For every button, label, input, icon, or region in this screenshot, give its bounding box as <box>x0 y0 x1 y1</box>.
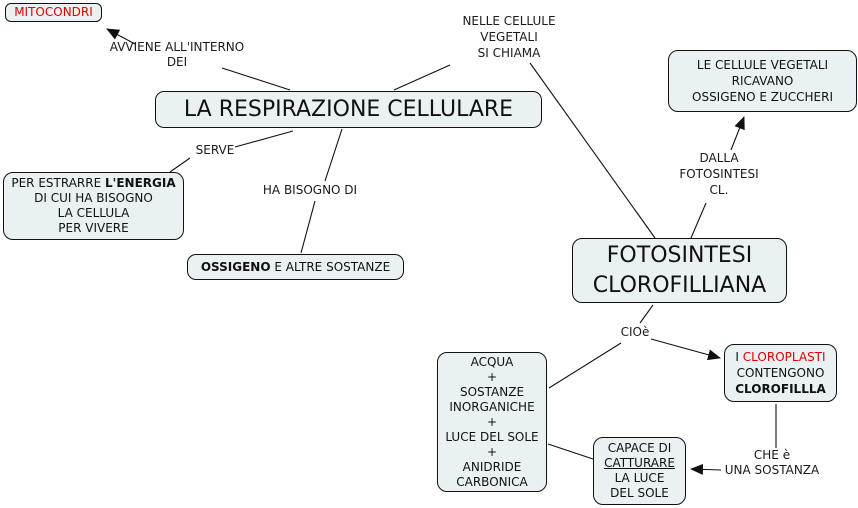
node-acqua-line1: ACQUA <box>470 354 514 369</box>
node-energia-line3: LA CELLULA <box>57 206 130 220</box>
node-capace-line3: LA LUCE <box>614 471 665 485</box>
node-energia[interactable]: PER ESTRARRE L'ENERGIA DI CUI HA BISOGNO… <box>3 172 184 240</box>
connector-dei-respirazione <box>221 67 291 91</box>
node-le-cellule-line3: OSSIGENO E ZUCCHERI <box>692 90 833 104</box>
plus-sign: + <box>486 414 498 429</box>
node-energia-line2: DI CUI HA BISOGNO <box>34 191 153 205</box>
node-capace-line4: DEL SOLE <box>610 486 669 500</box>
arrow-to-capace <box>690 463 722 475</box>
node-energia-line1: PER ESTRARRE L'ENERGIA <box>11 176 176 190</box>
node-acqua-line8: ANIDRIDE <box>462 459 522 474</box>
connector-habisogno-ossigeno <box>300 200 316 254</box>
connector-cioe-acqua <box>548 342 622 389</box>
link-label-dalla-fotosintesi[interactable]: DALLA FOTOSINTESI CL. <box>679 151 759 197</box>
link-label-avviene[interactable]: AVVIENE ALL'INTERNO DEI <box>109 40 245 69</box>
node-ossigeno[interactable]: OSSIGENO E ALTRE SOSTANZE <box>187 254 404 280</box>
node-le-cellule-line1: LE CELLULE VEGETALI <box>696 58 829 72</box>
arrow-to-le-cellule <box>730 116 745 151</box>
node-capace-di-catturare[interactable]: CAPACE DI CATTURARE LA LUCE DEL SOLE <box>593 437 686 505</box>
node-fotosintesi-line1: FOTOSINTESI <box>606 242 753 268</box>
node-le-cellule-line2: RICAVANO <box>731 74 794 88</box>
connector-serve-energia <box>169 157 191 173</box>
node-cloroplasti-line3: CLOROFILLLA <box>735 382 826 396</box>
plus-sign: + <box>486 369 498 384</box>
node-acqua-line3: SOSTANZE <box>459 384 525 399</box>
connector-acqua-capace <box>547 443 594 460</box>
node-ossigeno-line: OSSIGENO E ALTRE SOSTANZE <box>200 259 391 274</box>
node-le-cellule-vegetali[interactable]: LE CELLULE VEGETALI RICAVANO OSSIGENO E … <box>668 50 857 112</box>
node-cloroplasti-line1: I CLOROPLASTI <box>735 350 826 364</box>
node-capace-line1: CAPACE DI <box>607 441 672 455</box>
connector-fotosintesi-cioe <box>639 304 654 324</box>
arrow-to-cloroplasti <box>650 338 721 361</box>
node-cloroplasti[interactable]: I CLOROPLASTI CONTENGONO CLOROFILLLA <box>724 344 837 402</box>
connector-respirazione-serve <box>234 130 294 148</box>
node-acqua-line9: CARBONICA <box>456 474 528 489</box>
link-label-nelle-cellule[interactable]: NELLE CELLULE VEGETALI SI CHIAMA <box>462 14 556 60</box>
link-label-che-e-una-sostanza[interactable]: CHE è UNA SOSTANZA <box>724 448 820 477</box>
node-acqua-line4: INORGANICHE <box>449 399 535 414</box>
link-label-cioe[interactable]: CIOè <box>620 325 650 339</box>
node-capace-line2: CATTURARE <box>604 456 675 470</box>
connector-respirazione-habisogno <box>324 128 343 182</box>
node-fotosintesi-clorofilliana[interactable]: FOTOSINTESI CLOROFILLIANA <box>572 238 787 303</box>
connector-nelle-respirazione <box>393 64 451 91</box>
node-energia-line4: PER VIVERE <box>58 221 129 235</box>
node-mitocondri-label: MITOCONDRI <box>14 5 93 19</box>
arrow-to-mitocondri <box>106 28 136 45</box>
node-acqua-sostanze[interactable]: ACQUA + SOSTANZE INORGANICHE + LUCE DEL … <box>437 352 547 492</box>
node-acqua-line6: LUCE DEL SOLE <box>445 429 539 444</box>
node-respirazione-cellulare[interactable]: LA RESPIRAZIONE CELLULARE <box>155 91 542 128</box>
link-label-serve[interactable]: SERVE <box>195 143 235 157</box>
link-label-ha-bisogno-di[interactable]: HA BISOGNO DI <box>262 183 358 197</box>
node-fotosintesi-line2: CLOROFILLIANA <box>592 272 767 298</box>
connector-sichiama-fotosintesi <box>529 62 656 239</box>
plus-sign: + <box>486 444 498 459</box>
connector-cl-fotosintesi <box>690 202 707 239</box>
node-respirazione-label: LA RESPIRAZIONE CELLULARE <box>183 97 514 122</box>
node-mitocondri[interactable]: MITOCONDRI <box>5 3 102 22</box>
node-cloroplasti-line2: CONTENGONO <box>736 366 825 380</box>
